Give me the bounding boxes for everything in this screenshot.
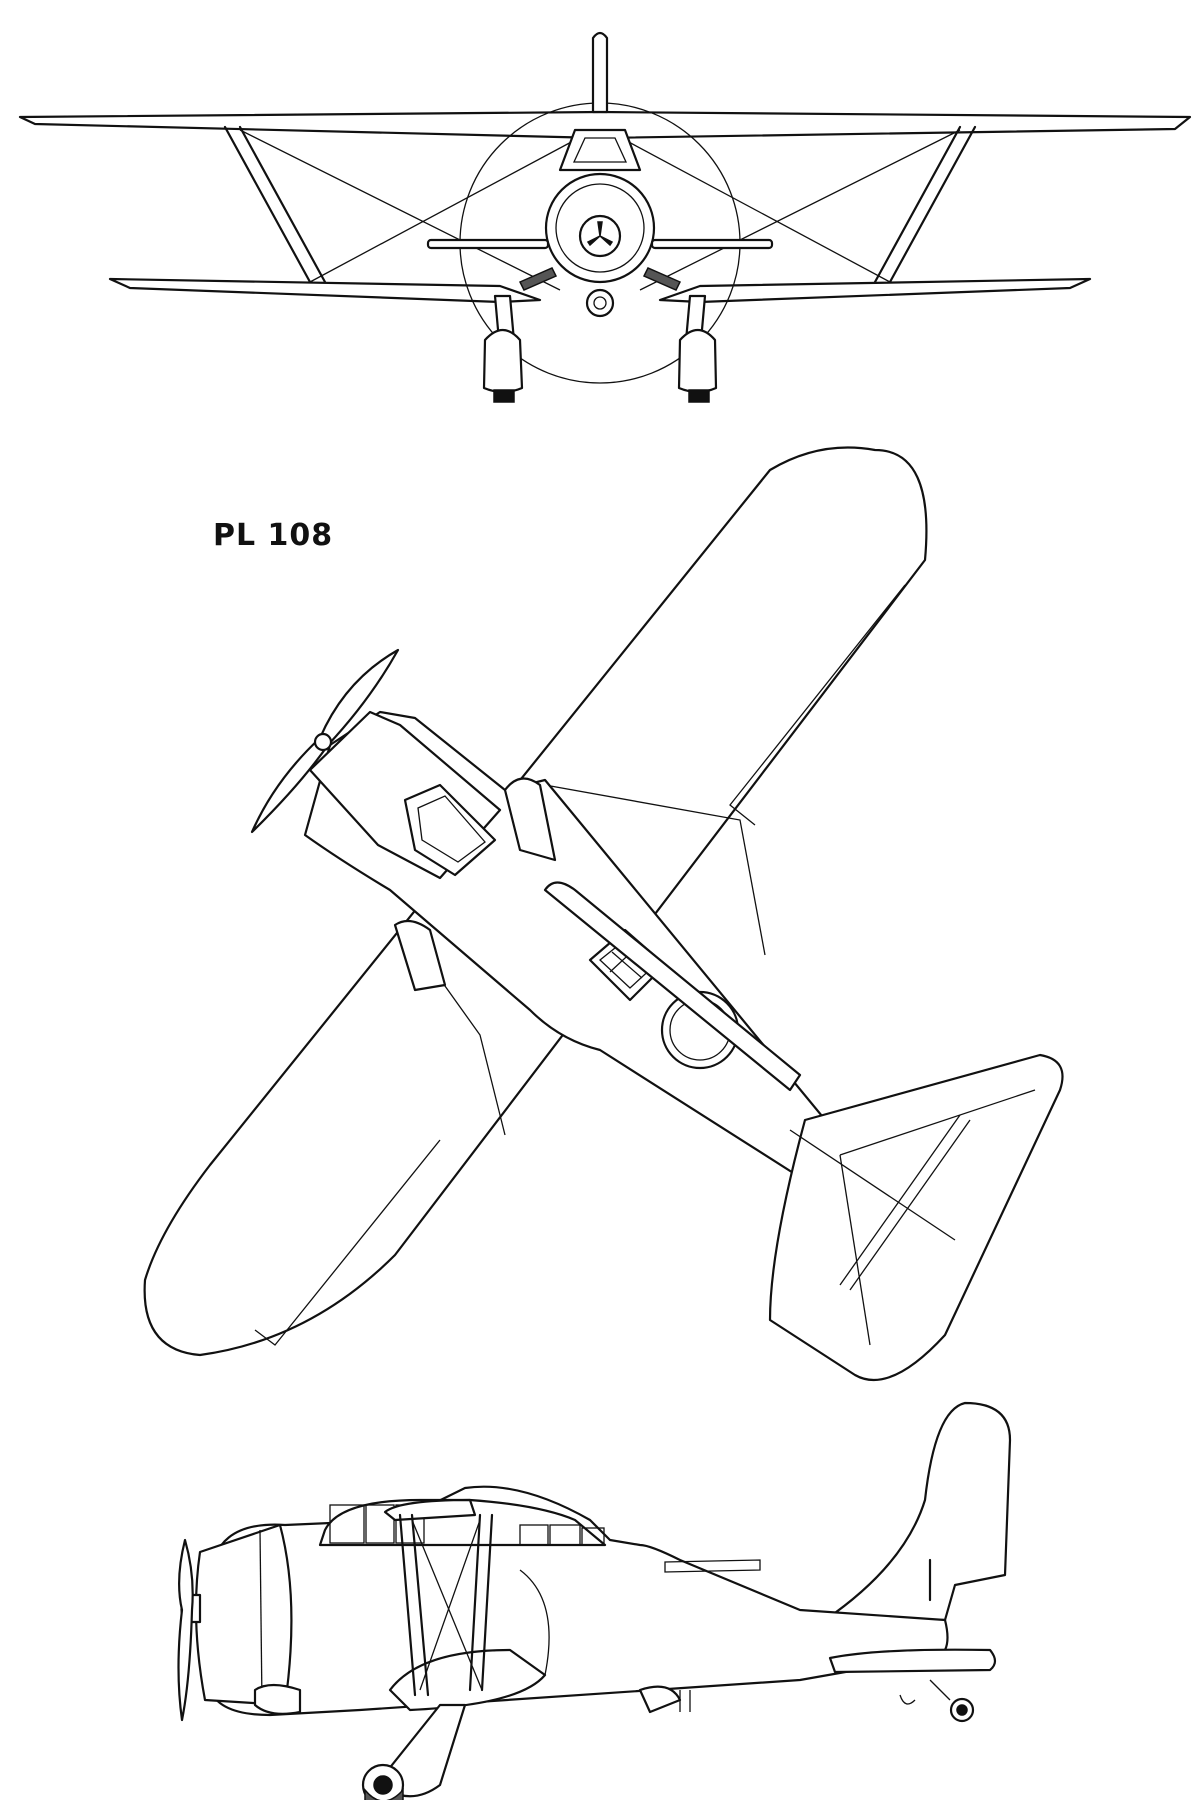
- front-view: [18, 31, 1192, 403]
- front-struts: [223, 125, 977, 291]
- side-tailplane: [828, 1648, 997, 1674]
- side-view: [177, 1401, 1012, 1800]
- front-lower-wing: [108, 277, 542, 304]
- side-cowling: [194, 1523, 293, 1707]
- left-wheel-spat: [482, 328, 524, 394]
- side-propeller: [177, 1538, 194, 1722]
- plan-view: [143, 446, 1064, 1382]
- side-struts: [398, 1513, 494, 1697]
- plan-tailplane: [768, 1053, 1064, 1382]
- drawing-title: PL 108: [213, 518, 334, 553]
- side-fin: [823, 1401, 1012, 1622]
- side-fuselage: [208, 1485, 949, 1717]
